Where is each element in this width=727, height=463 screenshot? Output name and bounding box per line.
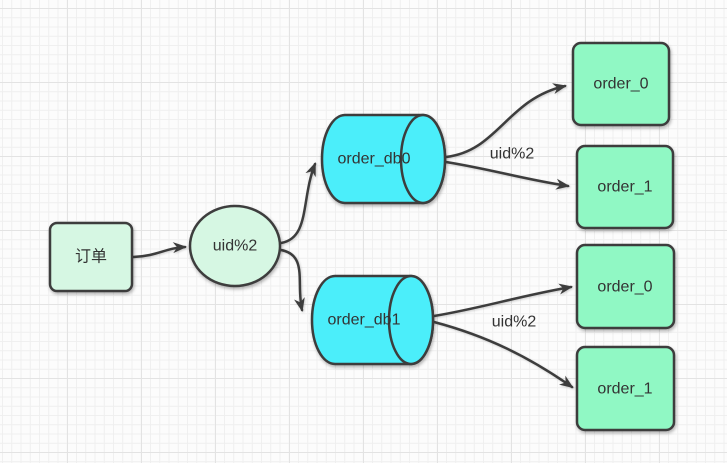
node-db1-table1[interactable]: order_1 bbox=[575, 345, 676, 432]
edge-db1-to-order1[interactable] bbox=[432, 320, 574, 389]
node-db1-table0[interactable]: order_0 bbox=[575, 243, 676, 330]
node-router-label: uid%2 bbox=[213, 238, 258, 255]
edge-db0-to-order0[interactable] bbox=[444, 83, 567, 159]
node-db0-label: order_db0 bbox=[338, 151, 411, 168]
node-order-source-label: 订单 bbox=[75, 248, 107, 266]
node-db1-label: order_db1 bbox=[328, 312, 401, 329]
node-db0-table0-label: order_0 bbox=[593, 76, 648, 93]
node-db0-table1[interactable]: order_1 bbox=[575, 144, 675, 230]
node-db1[interactable]: order_db1 bbox=[310, 274, 435, 366]
node-router[interactable]: uid%2 bbox=[188, 204, 282, 288]
db0-cap bbox=[399, 113, 447, 205]
edge-db1-to-order0[interactable] bbox=[432, 283, 573, 318]
edge-db0-to-order1[interactable] bbox=[444, 160, 570, 190]
edge-label-db1-split: uid%2 bbox=[492, 314, 537, 331]
edge-label-db0-split: uid%2 bbox=[490, 146, 535, 163]
node-db0-table1-label: order_1 bbox=[597, 179, 652, 196]
edge-source-to-router[interactable] bbox=[131, 242, 187, 259]
edge-router-to-db0[interactable] bbox=[279, 162, 317, 245]
node-db1-table1-label: order_1 bbox=[597, 381, 652, 398]
node-order-source[interactable]: 订单 bbox=[48, 221, 134, 293]
node-db1-table0-label: order_0 bbox=[597, 279, 652, 296]
db1-cap bbox=[387, 274, 435, 366]
edge-router-to-db1[interactable] bbox=[279, 248, 305, 312]
node-db0-table0[interactable]: order_0 bbox=[571, 41, 671, 127]
node-db0[interactable]: order_db0 bbox=[320, 113, 447, 205]
